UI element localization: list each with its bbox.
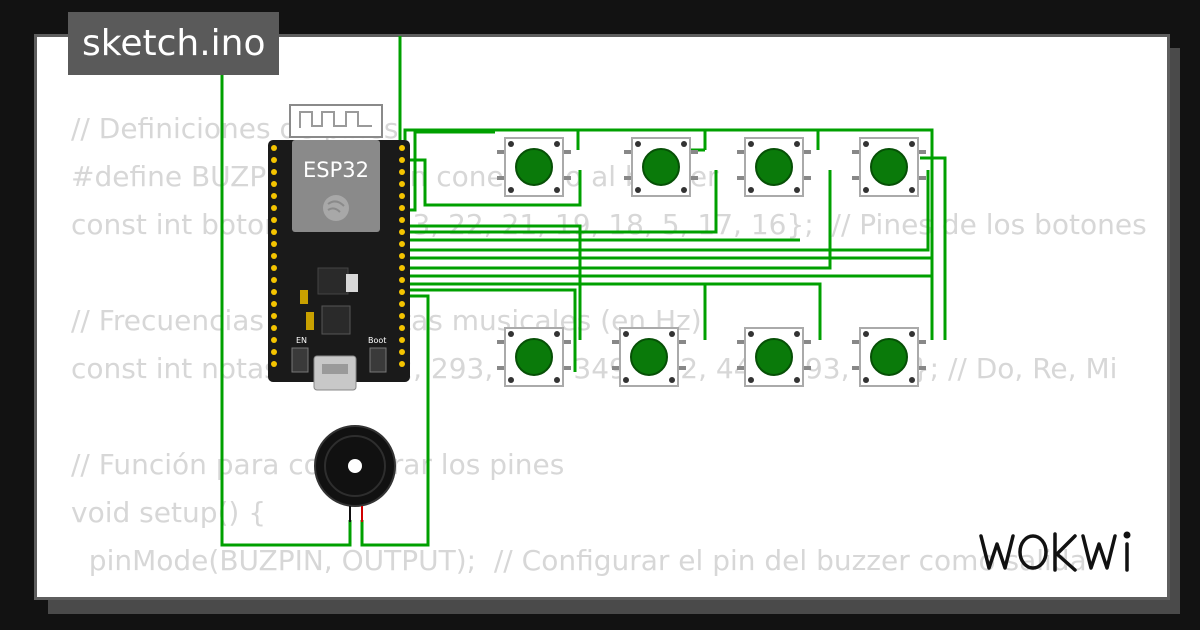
wire <box>400 170 832 270</box>
push-button[interactable] <box>852 137 926 197</box>
wire <box>360 294 430 547</box>
wire <box>576 128 707 150</box>
code-line: // Función para configurar los pines <box>71 448 565 481</box>
left-pin-header <box>271 145 277 367</box>
push-button[interactable] <box>852 327 926 387</box>
push-button[interactable] <box>737 137 811 197</box>
button-cap <box>755 148 793 186</box>
button-cap <box>630 338 668 376</box>
wire <box>220 75 352 547</box>
wire <box>920 156 947 340</box>
push-button[interactable] <box>624 137 698 197</box>
buzzer[interactable] <box>314 425 396 522</box>
espressif-logo-icon <box>323 195 349 221</box>
button-cap <box>515 148 553 186</box>
boot-label: Boot <box>368 336 386 345</box>
wire <box>400 170 718 234</box>
regulator-chip <box>321 305 351 335</box>
esp32-label: ESP32 <box>303 158 369 182</box>
right-pin-header <box>399 145 405 367</box>
push-button[interactable] <box>737 327 811 387</box>
component <box>346 274 358 292</box>
wires <box>220 36 947 547</box>
button-cap <box>642 148 680 186</box>
sketch-filename-tab[interactable]: sketch.ino <box>68 12 280 75</box>
button-cap <box>870 338 908 376</box>
wire <box>400 224 582 340</box>
code-line: pinMode(BUZPIN, OUTPUT); // Configurar e… <box>71 544 1087 577</box>
push-button[interactable] <box>612 327 686 387</box>
en-button[interactable] <box>291 347 309 373</box>
button-cap <box>515 338 553 376</box>
code-line: void setup() { <box>71 496 267 529</box>
boot-button[interactable] <box>369 347 387 373</box>
wire <box>400 158 582 207</box>
wire <box>400 130 495 212</box>
antenna-icon <box>299 111 372 128</box>
en-label: EN <box>296 336 307 345</box>
wire <box>400 282 822 340</box>
push-button[interactable] <box>497 327 571 387</box>
button-cap <box>870 148 908 186</box>
wokwi-logo <box>979 531 1131 572</box>
push-button[interactable] <box>497 137 571 197</box>
wire <box>400 170 930 252</box>
wire <box>400 288 577 372</box>
wire <box>818 128 934 340</box>
esp32-board[interactable]: ESP32 EN Boot <box>268 104 410 391</box>
button-cap <box>755 338 793 376</box>
esp32-module <box>292 140 380 232</box>
usb-chip <box>317 267 349 295</box>
